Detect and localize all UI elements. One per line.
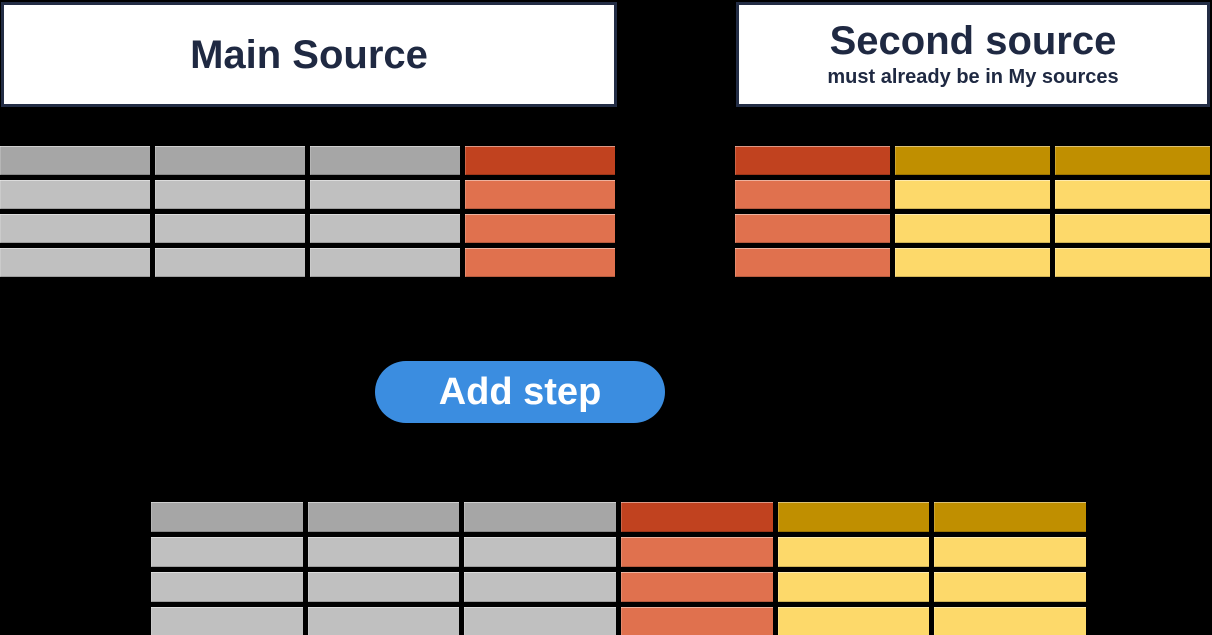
table-cell-yellow — [934, 607, 1086, 635]
table-cell-gray — [155, 180, 305, 209]
table-cell-gray — [310, 214, 460, 243]
table-cell-gray — [310, 180, 460, 209]
table-cell-gray — [464, 607, 616, 635]
table-cell-yellow-header — [1055, 146, 1210, 175]
table-cell-yellow — [895, 248, 1050, 277]
table-cell-gray — [307, 572, 460, 602]
table-cell-gray — [0, 214, 150, 243]
table-cell-gray-header — [307, 502, 460, 532]
table-cell-gray — [155, 248, 305, 277]
table-cell-yellow-header — [934, 502, 1086, 532]
table-cell-gray — [464, 572, 616, 602]
table-cell-red — [621, 572, 773, 602]
table-cell-gray — [310, 248, 460, 277]
table-cell-red — [735, 214, 890, 243]
table-cell-gray — [151, 572, 303, 602]
second-source-title: Second source — [829, 19, 1117, 63]
second-source-label-box: Second source must already be in My sour… — [736, 2, 1210, 107]
table-cell-gray — [155, 214, 305, 243]
table-cell-yellow — [777, 607, 930, 635]
main-source-label-box: Main Source — [1, 2, 617, 107]
main-source-title: Main Source — [190, 32, 428, 77]
table-cell-yellow — [777, 572, 930, 602]
table-cell-gray — [0, 248, 150, 277]
table-cell-red-header — [621, 502, 773, 532]
add-step-button[interactable]: Add step — [375, 361, 665, 423]
table-cell-gray — [151, 607, 303, 635]
table-cell-yellow — [1055, 214, 1210, 243]
table-cell-gray-header — [0, 146, 150, 175]
table-cell-red — [465, 214, 615, 243]
table-cell-yellow — [895, 180, 1050, 209]
table-cell-gray — [0, 180, 150, 209]
table-cell-gray-header — [310, 146, 460, 175]
table-cell-red-header — [465, 146, 615, 175]
table-cell-red — [735, 180, 890, 209]
result-table — [151, 502, 1086, 635]
table-cell-gray — [151, 537, 303, 567]
table-cell-yellow — [934, 537, 1086, 567]
table-cell-red — [735, 248, 890, 277]
table-cell-yellow — [1055, 180, 1210, 209]
table-cell-gray — [307, 537, 460, 567]
main-source-table — [0, 146, 615, 277]
second-source-subtitle: must already be in My sources — [827, 66, 1119, 88]
table-cell-gray-header — [155, 146, 305, 175]
table-cell-red — [465, 180, 615, 209]
table-cell-yellow — [777, 537, 930, 567]
add-step-label: Add step — [438, 371, 602, 413]
table-cell-gray-header — [464, 502, 616, 532]
table-cell-red — [465, 248, 615, 277]
table-cell-gray — [464, 537, 616, 567]
table-cell-yellow-header — [895, 146, 1050, 175]
table-cell-yellow — [895, 214, 1050, 243]
table-cell-gray-header — [151, 502, 303, 532]
table-cell-red — [621, 607, 773, 635]
table-cell-red-header — [735, 146, 890, 175]
table-cell-red — [621, 537, 773, 567]
table-cell-gray — [307, 607, 460, 635]
second-source-table — [735, 146, 1210, 277]
table-cell-yellow — [934, 572, 1086, 602]
table-cell-yellow-header — [777, 502, 930, 532]
table-cell-yellow — [1055, 248, 1210, 277]
